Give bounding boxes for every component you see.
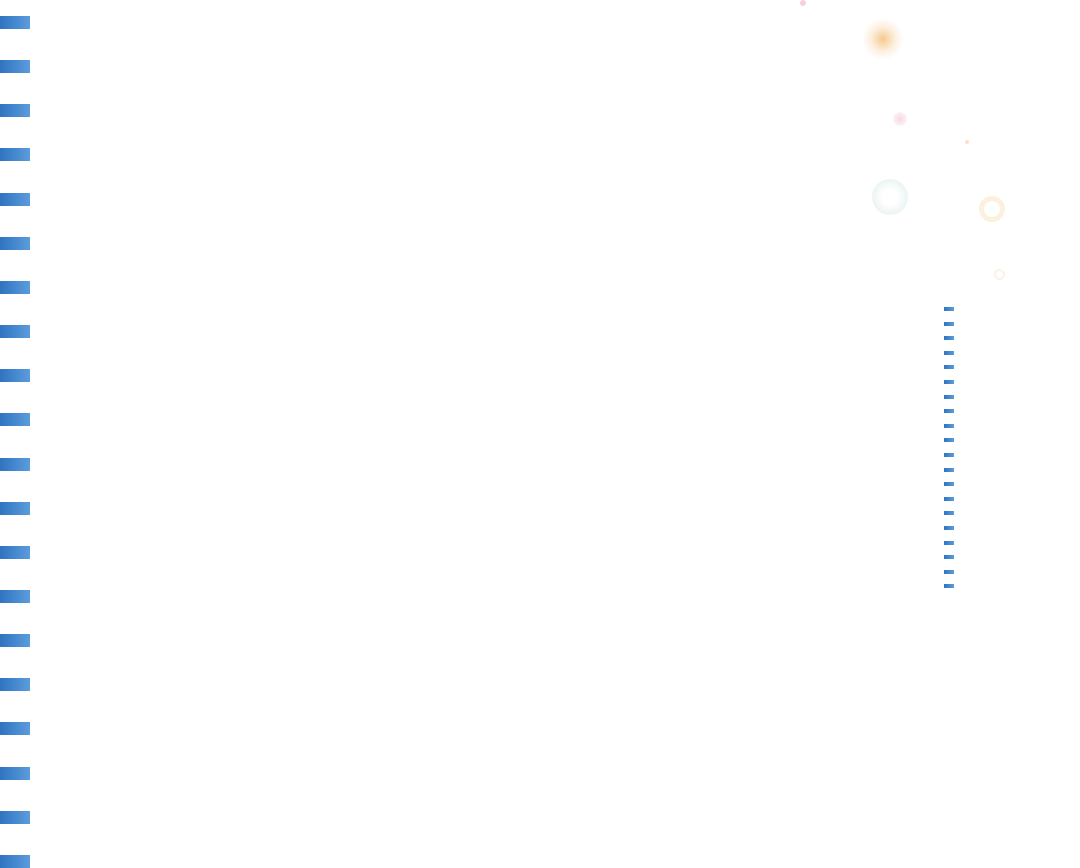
right-marker-dash [944,569,954,574]
orange-dot-decoration [965,140,969,144]
right-marker-dash [944,307,954,311]
right-marker-dash [944,380,954,384]
pink-glow-decoration [893,112,907,126]
right-marker-dash [944,365,954,370]
orange-glow-dot-decoration [862,18,904,60]
left-marker-bar [0,589,30,603]
left-marker-bar [0,369,30,383]
pink-dot-decoration [800,0,806,6]
teal-ring-decoration [872,179,908,215]
left-marker-bar [0,678,30,692]
right-marker-dash [944,482,954,487]
right-marker-dash [944,496,954,501]
left-marker-bar [0,104,30,118]
right-marker-dash [944,511,954,516]
right-marker-dash [944,394,954,399]
left-marker-bar [0,634,30,648]
left-marker-bar [0,148,30,162]
left-marker-bar [0,854,30,868]
right-marker-dash [944,540,954,545]
right-marker-dash [944,336,954,341]
right-marker-dash [944,555,954,560]
right-marker-dash [944,526,954,530]
right-marker-dash [944,467,954,472]
left-marker-bar [0,413,30,427]
left-marker-bar [0,236,30,250]
left-marker-bar [0,545,30,559]
right-marker-dash [944,453,954,457]
left-marker-bar [0,457,30,471]
left-marker-bar [0,325,30,339]
right-marker-dash [944,584,954,589]
left-marker-bar [0,766,30,780]
right-marker-dash [944,423,954,428]
left-marker-bar [0,810,30,824]
left-marker-bar [0,192,30,206]
right-marker-dash [944,409,954,414]
left-marker-bar [0,60,30,74]
right-marker-dash [944,438,954,443]
small-ring-decoration [994,269,1005,280]
right-marker-dash [944,321,954,326]
right-marker-dash [944,350,954,355]
left-marker-bar [0,16,30,29]
yellow-ring-decoration [979,196,1005,222]
left-marker-bar [0,722,30,736]
left-marker-bar [0,280,30,294]
left-marker-bar [0,501,30,515]
